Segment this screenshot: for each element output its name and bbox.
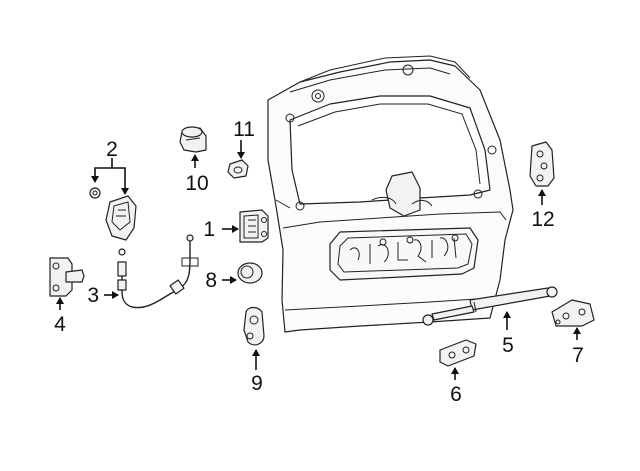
callout-2: 2 bbox=[106, 138, 118, 161]
callout-8: 8 bbox=[205, 269, 217, 292]
strut-lower-bracket bbox=[439, 339, 477, 367]
callout-10: 10 bbox=[185, 172, 208, 195]
liftgate-bumper bbox=[237, 262, 263, 284]
callout-4: 4 bbox=[54, 313, 66, 336]
release-handle-bracket bbox=[89, 187, 137, 241]
lock-cylinder bbox=[243, 306, 265, 346]
strut-upper-bracket bbox=[551, 299, 595, 327]
release-cable bbox=[117, 234, 199, 309]
callout-7: 7 bbox=[572, 344, 584, 367]
lower-striker bbox=[49, 257, 85, 297]
rubber-stop bbox=[179, 126, 207, 153]
lift-support-strut bbox=[422, 286, 558, 326]
callout-12: 12 bbox=[531, 208, 554, 231]
liftgate-hinge bbox=[529, 141, 555, 187]
callout-1: 1 bbox=[203, 218, 215, 241]
callout-11: 11 bbox=[233, 118, 255, 141]
leader-lines bbox=[56, 140, 581, 380]
callout-3: 3 bbox=[87, 284, 99, 307]
callout-9: 9 bbox=[251, 372, 263, 395]
latch-assembly bbox=[239, 209, 269, 243]
cushion-grommet bbox=[227, 159, 249, 179]
callout-6: 6 bbox=[450, 383, 462, 406]
liftgate-panel bbox=[267, 55, 514, 333]
callout-5: 5 bbox=[502, 334, 514, 357]
